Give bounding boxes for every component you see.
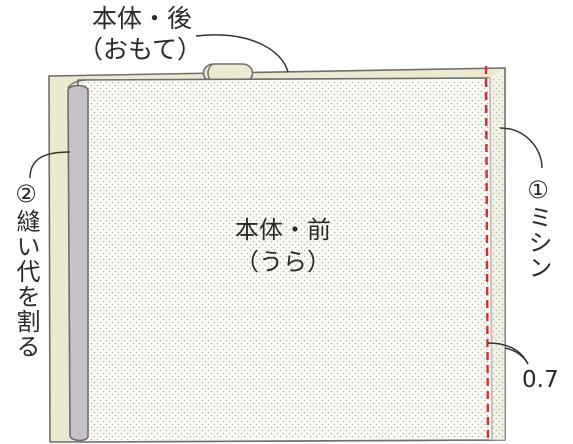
right-seam-allowance-dots [490, 74, 504, 438]
step1-label: ①ミシン [524, 176, 552, 280]
step2-number: ② [12, 180, 40, 209]
step2-leader [29, 151, 71, 179]
seam-allowance-strip [67, 84, 89, 442]
front-body-title: 本体・前 [235, 216, 331, 244]
step2-label: ②縫い代を割る [12, 180, 40, 359]
back-body-title: 本体・後 [92, 4, 192, 33]
step2-text: 縫い代を割る [12, 209, 40, 359]
measure-leader-edge [504, 347, 529, 365]
front-panel-fold-edge [67, 79, 87, 89]
back-body-subtitle: （おもて） [78, 35, 202, 64]
step1-number: ① [524, 176, 552, 205]
seam-allowance-value: 0.7 [522, 367, 559, 393]
front-body-dot-texture [80, 80, 490, 440]
step1-leader [499, 127, 543, 169]
front-body-subtitle: （うら） [235, 248, 331, 276]
stitch-line [484, 65, 490, 443]
step1-text: ミシン [524, 205, 552, 280]
back-label-leader [195, 34, 289, 73]
